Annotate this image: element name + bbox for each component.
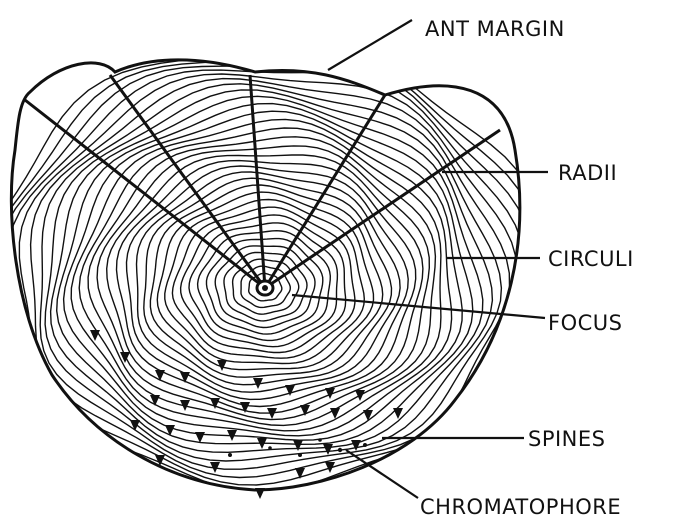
spine-mark	[255, 488, 265, 499]
label-spines: SPINES	[528, 427, 606, 451]
label-chromatophore: CHROMATOPHORE	[420, 495, 621, 519]
label-ant-margin: ANT MARGIN	[425, 17, 565, 41]
label-focus: FOCUS	[548, 311, 622, 335]
scale-outline	[11, 60, 519, 490]
focus-point	[257, 281, 273, 295]
label-circuli: CIRCULI	[548, 247, 634, 271]
leader-ant-margin	[328, 20, 412, 70]
label-radii: RADII	[558, 161, 617, 185]
